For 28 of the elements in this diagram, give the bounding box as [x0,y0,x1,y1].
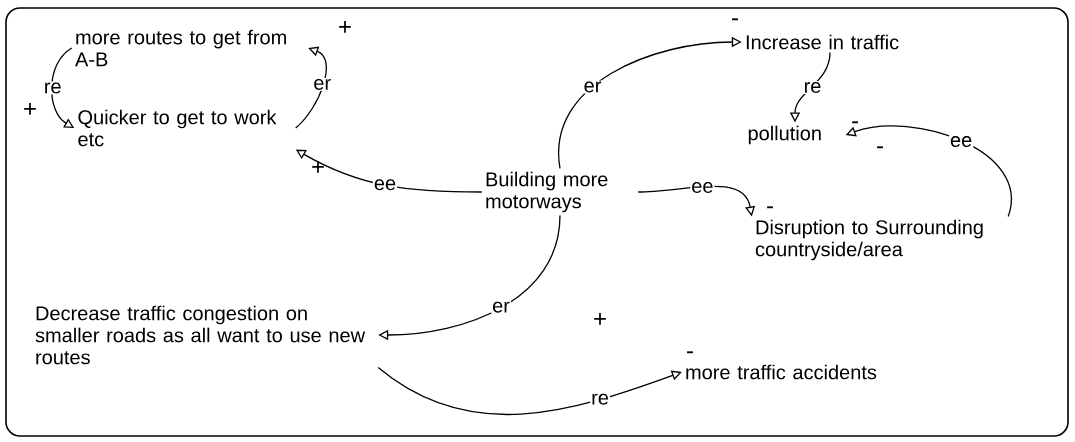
edge-label: er [312,77,333,91]
sign-label: + [339,21,351,33]
concept-text: more routes to get from A-B [75,29,286,67]
edge-label: er [582,80,603,94]
concept-text: Building more motorways [486,171,608,213]
edge-label: er [491,300,511,314]
concept-text: Increase in traffic [746,34,899,50]
sign-label: + [594,313,606,325]
edge-label: re [590,392,610,406]
concept-text: pollution [748,125,821,145]
concept-text: Disruption to Surrounding countryside/area [755,219,983,261]
edge-label: ee [949,135,974,149]
arrow [377,366,682,415]
sign-label: - [687,351,693,354]
sign-label: - [732,18,738,21]
sign-label: + [312,161,324,173]
concept-text: Quicker to get to work etc [78,109,277,147]
sign-label: + [24,103,36,115]
edge-label: ee [690,181,715,194]
edge-label: ee [372,178,398,192]
edge-label: re [42,81,63,95]
sign-label: - [767,206,773,209]
concept-text: more traffic accidents [686,364,877,380]
arrow [295,46,327,129]
edge-label: re [802,81,823,94]
concept-text: Decrease traffic congestion on smaller roads as all want to use new routes [35,305,366,365]
sign-label: - [852,121,858,124]
sign-label: - [877,146,883,149]
